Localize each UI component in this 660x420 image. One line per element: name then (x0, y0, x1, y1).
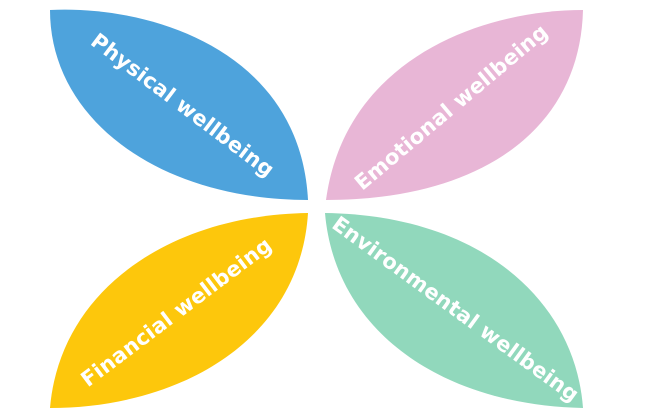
petal-emotional (326, 10, 583, 200)
petal-physical (50, 9, 308, 200)
petal-environmental (325, 213, 583, 408)
petal-financial (50, 213, 308, 408)
